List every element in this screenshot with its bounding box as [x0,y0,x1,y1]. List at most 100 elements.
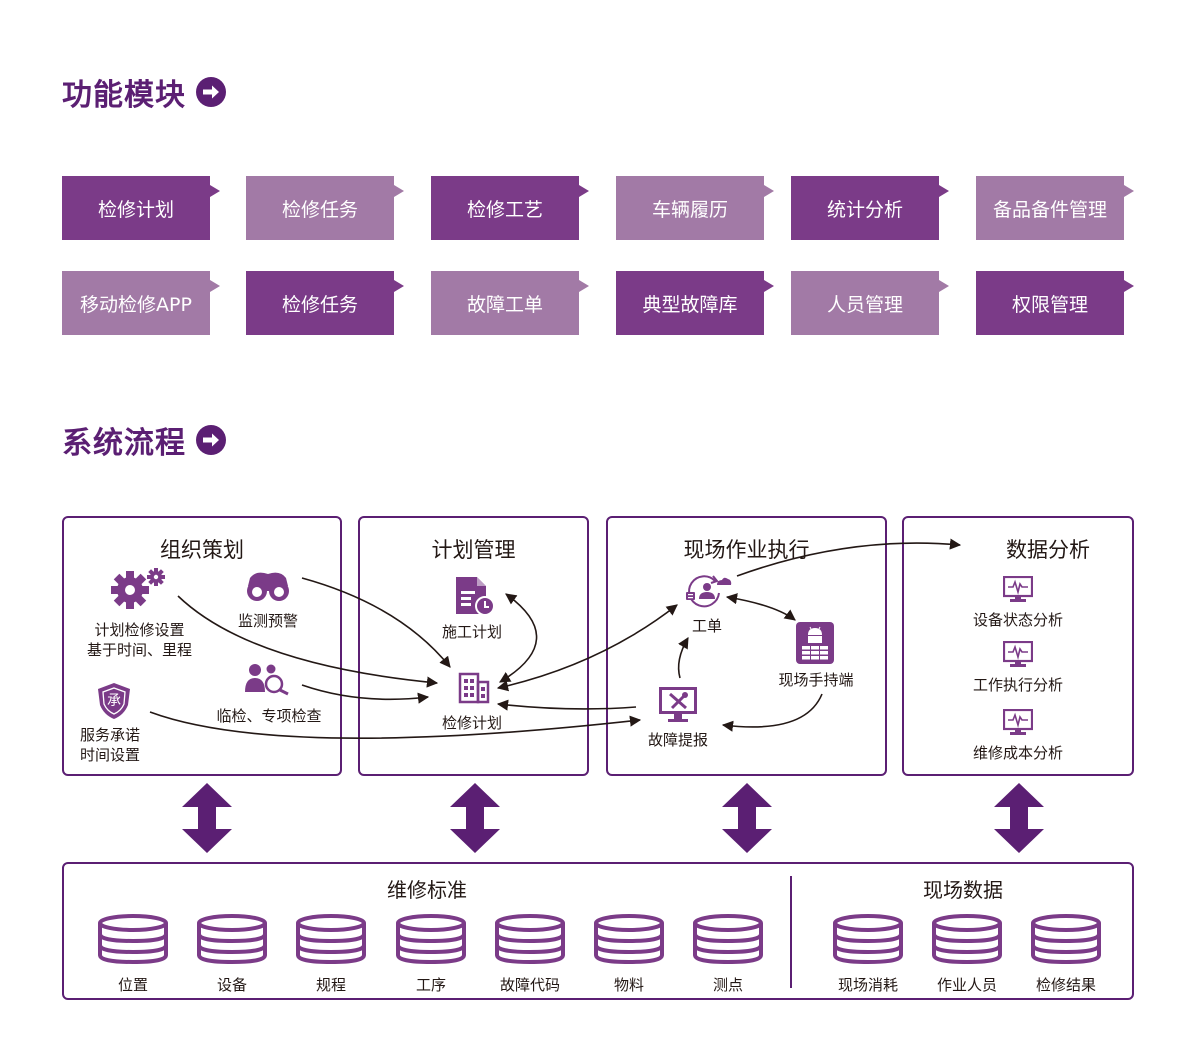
module-item[interactable]: 故障工单 [431,271,589,335]
monitor-warning-label: 监测预警 [237,612,298,630]
work-order-label: 工单 [691,617,722,635]
database-icon [1030,914,1102,968]
data-analysis-title: 数据分析 [1006,538,1090,562]
android-handheld-icon [796,622,834,668]
double-arrow-vertical-icon [721,783,773,857]
database-item: 位置 [97,914,169,995]
database-icon [692,914,764,968]
database-item: 测点 [692,914,764,995]
module-label: 权限管理 [1011,293,1088,316]
module-item[interactable]: 统计分析 [791,176,949,240]
database-icon [196,914,268,968]
database-item: 检修结果 [1030,914,1102,995]
module-item[interactable]: 检修任务 [246,176,404,240]
field-execution-title: 现场作业执行 [683,538,810,562]
divider [790,876,792,988]
monitor-tools-icon [658,686,698,728]
monitor-pulse-icon [1002,575,1034,608]
plan-setting-label: 计划检修设置 基于时间、里程 [86,621,192,659]
module-item[interactable]: 移动检修APP [62,271,220,335]
service-commitment-label: 服务承诺 时间设置 [80,726,141,764]
module-label: 移动检修APP [80,293,192,316]
shield-char: 承 [107,693,121,709]
database-label: 检修结果 [1035,976,1096,994]
inspection-label: 临检、专项检查 [216,707,322,725]
triangle-pointer-icon [1124,280,1134,292]
database-label: 测点 [712,976,743,994]
module-item[interactable]: 车辆履历 [616,176,774,240]
modules-section-title: 功能模块 [62,70,226,114]
module-label: 故障工单 [466,293,543,316]
analysis-item-label: 维修成本分析 [972,744,1063,762]
module-label: 检修工艺 [466,198,543,221]
standards-title: 维修标准 [387,878,467,902]
triangle-pointer-icon [939,185,949,197]
arrow-right-circle-icon [196,77,226,107]
arrow-right-circle-icon [196,425,226,455]
double-arrow-vertical-icon [181,783,233,857]
database-label: 位置 [117,976,148,994]
module-label: 车辆履历 [651,198,728,221]
database-icon [395,914,467,968]
triangle-pointer-icon [764,280,774,292]
triangle-pointer-icon [579,185,589,197]
module-label: 检修计划 [97,198,174,221]
people-search-icon [244,662,294,702]
module-label: 检修任务 [281,198,358,221]
fault-report-label: 故障提报 [647,731,708,749]
module-item[interactable]: 人员管理 [791,271,949,335]
module-item[interactable]: 检修工艺 [431,176,589,240]
database-label: 设备 [216,976,247,994]
module-label: 典型故障库 [642,293,738,316]
database-icon [832,914,904,968]
module-item[interactable]: 备品备件管理 [976,176,1134,240]
flow-section-title: 系统流程 [62,418,226,462]
handheld-label: 现场手持端 [778,671,854,689]
database-icon [593,914,665,968]
org-planning-title: 组织策划 [160,538,244,562]
database-label: 规程 [315,976,346,994]
monitor-pulse-icon [1002,708,1034,741]
database-icon [931,914,1003,968]
document-clock-icon [455,576,495,620]
triangle-pointer-icon [210,185,220,197]
database-label: 故障代码 [499,976,560,994]
field-data-title: 现场数据 [923,878,1003,902]
database-label: 工序 [415,976,446,994]
building-icon [458,672,490,708]
database-label: 作业人员 [936,976,997,994]
plan-management-box: 计划管理 [358,516,589,776]
module-item[interactable]: 权限管理 [976,271,1134,335]
database-item: 规程 [295,914,367,995]
shield-icon: 承 [96,681,132,725]
database-item: 作业人员 [931,914,1003,995]
database-item: 工序 [395,914,467,995]
gears-icon [110,568,168,614]
database-label: 物料 [613,976,644,994]
database-item: 现场消耗 [832,914,904,995]
database-icon [295,914,367,968]
database-item: 物料 [593,914,665,995]
database-item: 故障代码 [494,914,566,995]
modules-title-text: 功能模块 [62,78,186,113]
triangle-pointer-icon [394,280,404,292]
module-item[interactable]: 检修任务 [246,271,404,335]
triangle-pointer-icon [210,280,220,292]
double-arrow-vertical-icon [449,783,501,857]
module-label: 备品备件管理 [992,198,1107,221]
triangle-pointer-icon [939,280,949,292]
maintenance-plan-label: 检修计划 [441,714,502,732]
binoculars-icon [246,570,290,606]
module-label: 人员管理 [826,293,903,316]
module-item[interactable]: 检修计划 [62,176,220,240]
triangle-pointer-icon [764,185,774,197]
analysis-item-label: 设备状态分析 [972,611,1063,629]
construction-plan-label: 施工计划 [441,623,502,641]
module-item[interactable]: 典型故障库 [616,271,774,335]
work-order-cycle-icon [683,571,733,617]
plan-management-title: 计划管理 [431,538,516,562]
analysis-item-label: 工作执行分析 [972,676,1063,694]
database-icon [494,914,566,968]
database-label: 现场消耗 [837,976,898,994]
module-label: 检修任务 [281,293,358,316]
